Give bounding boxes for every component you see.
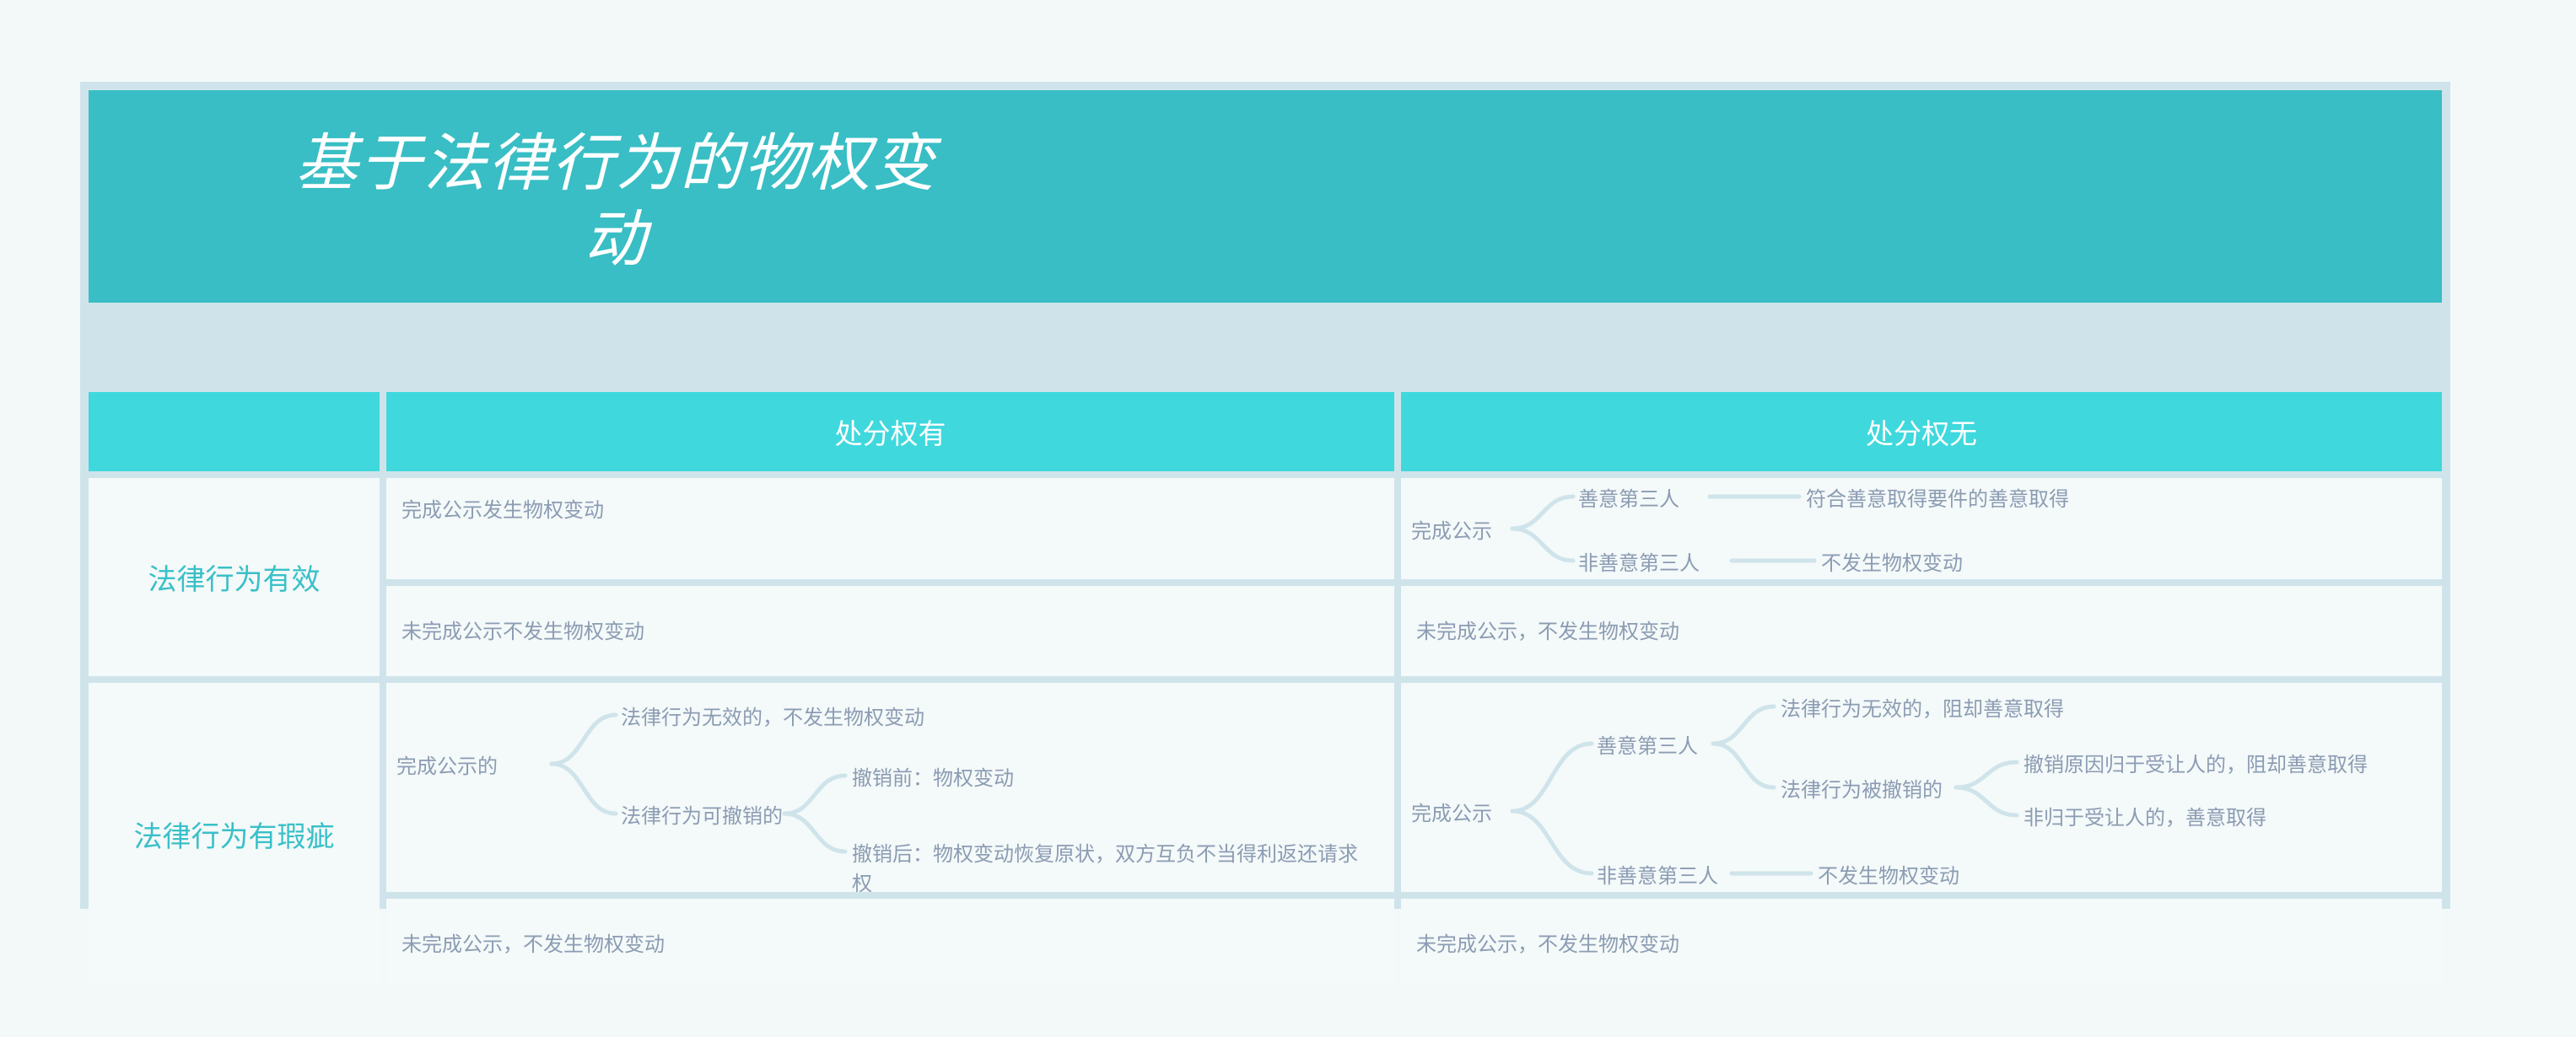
mindmap-root: 完成公示 (1411, 803, 1492, 825)
comparison-table: 基于法律行为的物权变 动 处分权有 处分权无 法律行为有效 完成公示发生物权变动… (80, 82, 2450, 985)
mindmap-connectors (1510, 494, 1817, 563)
mindmap-connectors (549, 712, 848, 854)
header-col2-label: 处分权有 (834, 418, 946, 449)
mindmap-node-branch-2: 法律行为可撤销的 (621, 805, 783, 828)
mindmap-node-branch-2: 非善意第三人 (1597, 865, 1718, 888)
cell-r1-c2-top: 完成公示发生物权变动 (386, 478, 1394, 579)
cell-r1-c2-bottom: 未完成公示不发生物权变动 (386, 586, 1394, 676)
mindmap-connectors (1510, 704, 2019, 876)
cell-text: 未完成公示，不发生物权变动 (1416, 621, 1679, 643)
mindmap-root: 完成公示 (1411, 520, 1492, 543)
header-corner-cell (89, 392, 380, 471)
mindmap-node-branch-2-child-2: 撤销后：物权变动恢复原状，双方互负不当得利返还请求 权 (852, 843, 1358, 892)
mindmap-node-branch-1-child-2: 法律行为被撤销的 (1781, 779, 1943, 802)
header-col3-label: 处分权无 (1866, 418, 1977, 449)
cell-r1-c3-bottom: 未完成公示，不发生物权变动 (1401, 586, 2442, 676)
row-label-legal-act-valid: 法律行为有效 (89, 478, 380, 676)
table-title-band: 基于法律行为的物权变 动 (89, 90, 2442, 303)
mindmap-node-branch-1-child-2-child-2: 非归于受让人的，善意取得 (2024, 807, 2266, 830)
cell-text: 未完成公示，不发生物权变动 (1416, 933, 1679, 956)
mindmap-node-branch-1: 法律行为无效的，不发生物权变动 (621, 707, 924, 729)
mindmap-node-branch-1-child-2-child-1: 撤销原因归于受让人的，阻却善意取得 (2024, 754, 2368, 776)
row-label-text: 法律行为有瑕疵 (133, 820, 335, 853)
mindmap-r1-c3: 完成公示 善意第三人 符合善意取得要件的善意取得 非善意第三人 不发生物权变动 (1401, 478, 2442, 579)
mindmap-node-branch-2: 非善意第三人 (1578, 552, 1700, 575)
cell-text: 未完成公示，不发生物权变动 (401, 933, 665, 956)
mindmap-root: 完成公示的 (396, 755, 498, 778)
cell-r2-c3-top: 完成公示 善意第三人 法律行为无效的，阻却善意取得 法律行为被撤销的 撤销原因归… (1401, 683, 2442, 892)
row-label-legal-act-defective: 法律行为有瑕疵 (89, 683, 380, 985)
cell-r2-c2-bottom: 未完成公示，不发生物权变动 (386, 899, 1394, 985)
cell-r2-c3-bottom: 未完成公示，不发生物权变动 (1401, 899, 2442, 985)
mindmap-node-branch-2-child-1: 不发生物权变动 (1821, 552, 1963, 575)
row-label-text: 法律行为有效 (148, 564, 321, 596)
mindmap-node-branch-1-child-1: 符合善意取得要件的善意取得 (1806, 488, 2069, 511)
header-cell-col2: 处分权有 (386, 392, 1394, 471)
cell-r2-c2-top: 完成公示的 法律行为无效的，不发生物权变动 法律行为可撤销的 撤销前：物权变动 … (386, 683, 1394, 892)
mindmap-node-branch-1-child-1: 法律行为无效的，阻却善意取得 (1781, 698, 2064, 721)
mindmap-r2-c2: 完成公示的 法律行为无效的，不发生物权变动 法律行为可撤销的 撤销前：物权变动 … (386, 683, 1394, 892)
mindmap-node-branch-1: 善意第三人 (1597, 735, 1698, 758)
cell-text: 完成公示发生物权变动 (401, 499, 604, 522)
cell-text: 未完成公示不发生物权变动 (401, 621, 644, 643)
mindmap-r2-c3: 完成公示 善意第三人 法律行为无效的，阻却善意取得 法律行为被撤销的 撤销原因归… (1401, 683, 2442, 892)
mindmap-node-branch-2-child-1: 不发生物权变动 (1818, 865, 1959, 888)
mindmap-node-branch-1: 善意第三人 (1578, 488, 1679, 511)
page-title: 基于法律行为的物权变 动 (295, 128, 936, 275)
mindmap-node-branch-2-child-1: 撤销前：物权变动 (852, 767, 1014, 790)
cell-r1-c3-top: 完成公示 善意第三人 符合善意取得要件的善意取得 非善意第三人 不发生物权变动 (1401, 478, 2442, 579)
header-cell-col3: 处分权无 (1401, 392, 2442, 471)
